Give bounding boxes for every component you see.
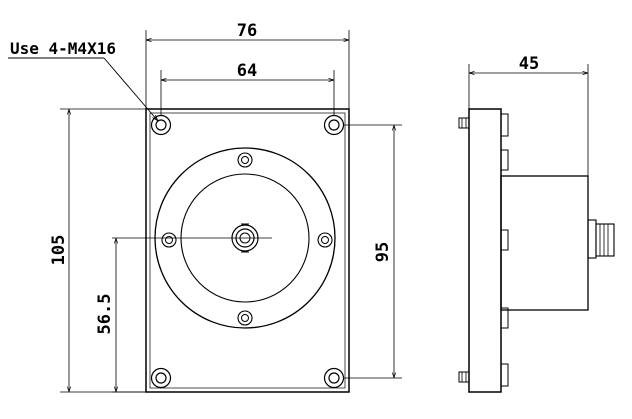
dimension-56-5 — [112, 238, 146, 393]
front-plate-inner-edge — [149, 112, 346, 389]
side-bolt-top — [458, 117, 470, 129]
mounting-hole-top-right — [323, 114, 345, 136]
dimension-64 — [160, 70, 335, 115]
dimension-76 — [145, 30, 350, 109]
side-screw-1 — [500, 113, 509, 137]
flange-screw-left — [161, 232, 177, 248]
flange-screw-bottom — [237, 310, 253, 326]
dimension-95 — [344, 124, 402, 379]
side-view — [458, 108, 615, 393]
label-depth: 45 — [519, 54, 539, 74]
label-overall-height: 105 — [49, 235, 69, 266]
side-screw-2 — [500, 149, 509, 171]
side-plate — [468, 108, 502, 393]
side-body — [500, 175, 589, 311]
label-center-height: 56.5 — [95, 294, 115, 335]
note-mounting-screws: Use 4-M4X16 — [10, 39, 116, 58]
front-plate-outline — [145, 108, 350, 393]
mounting-hole-top-left — [150, 114, 172, 136]
flange-screw-top — [237, 152, 253, 168]
side-screw-3 — [500, 229, 509, 251]
label-overall-width: 76 — [237, 21, 257, 41]
note-leader — [8, 57, 158, 121]
side-bolt-bottom — [458, 371, 470, 383]
dimension-45 — [468, 64, 589, 176]
side-screw-5 — [500, 363, 509, 387]
label-hole-spacing-horizontal: 64 — [237, 61, 257, 81]
side-screw-4 — [500, 307, 509, 329]
flange-screw-right — [317, 232, 333, 248]
dimension-105 — [60, 108, 146, 393]
side-connector — [587, 219, 615, 259]
mounting-hole-bottom-left — [150, 367, 172, 389]
mounting-hole-bottom-right — [323, 367, 345, 389]
label-hole-spacing-vertical: 95 — [373, 242, 393, 262]
front-view — [112, 108, 350, 393]
